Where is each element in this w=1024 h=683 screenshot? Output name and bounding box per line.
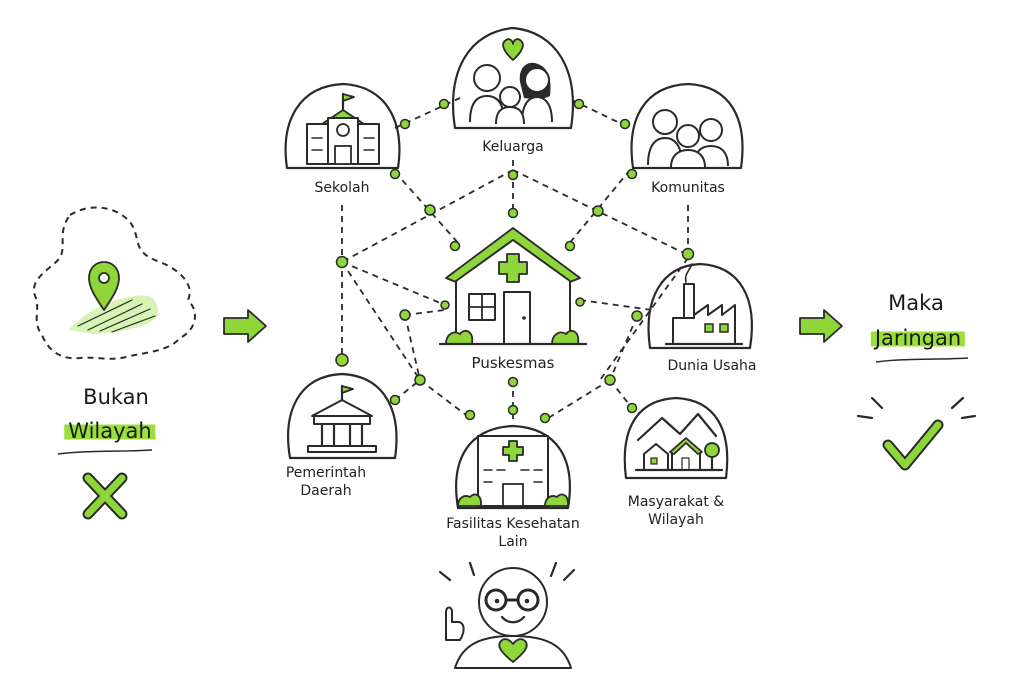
- pemda-node: [287, 372, 398, 460]
- right-caption-highlight: Jaringan: [870, 326, 966, 350]
- dunia-usaha-node: [647, 262, 753, 350]
- right-caption-line1: Maka: [888, 291, 944, 315]
- label-dunia-usaha: Dunia Usaha: [667, 358, 757, 374]
- label-komunitas: Komunitas: [651, 180, 725, 196]
- sekolah-node: [284, 82, 401, 170]
- label-keluarga: Keluarga: [482, 139, 544, 155]
- health-house-icon: [438, 227, 588, 346]
- cross-icon: [82, 472, 128, 520]
- connection-dots: [335, 98, 695, 424]
- check-icon: [856, 396, 977, 471]
- label-pemda: Pemerintah Daerah: [285, 465, 367, 499]
- map-pin-icon: [88, 261, 120, 311]
- left-caption-line1: Bukan: [83, 385, 149, 409]
- label-puskesmas: Puskesmas: [471, 354, 555, 372]
- keluarga-node: [452, 26, 574, 130]
- masyarakat-node: [623, 396, 729, 480]
- map-region: [33, 206, 196, 360]
- mascot-icon: [438, 561, 576, 669]
- label-sekolah: Sekolah: [314, 180, 370, 196]
- komunitas-node: [630, 82, 744, 170]
- label-faskes: Fasilitas Kesehatan Lain: [446, 516, 580, 550]
- faskes-node: [455, 424, 571, 510]
- left-caption-highlight: Wilayah: [64, 419, 156, 443]
- label-masyarakat: Masyarakat & Wilayah: [627, 494, 725, 528]
- arrow-right-icon: [223, 309, 267, 343]
- left-caption-line2: Wilayah: [64, 418, 156, 444]
- right-caption-line2: Jaringan: [870, 325, 966, 351]
- arrow-right-icon: [799, 309, 843, 343]
